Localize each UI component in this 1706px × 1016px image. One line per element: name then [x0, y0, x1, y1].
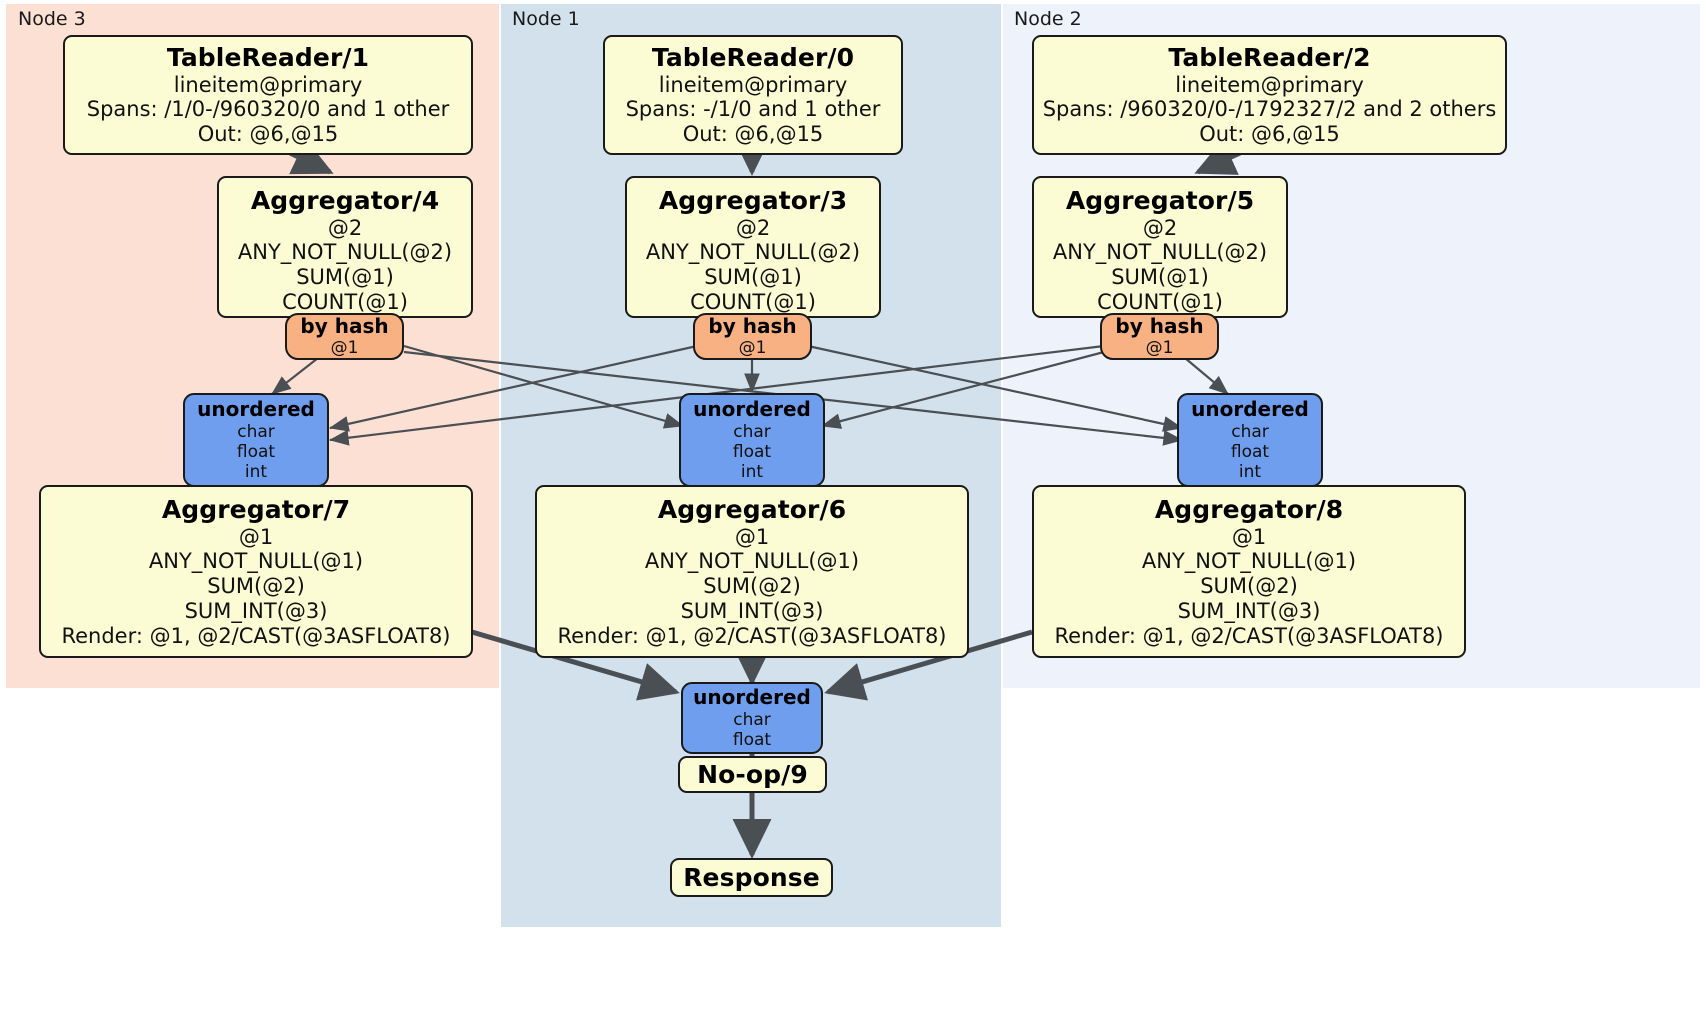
synchronizer-type-float: float: [732, 729, 772, 750]
processor-title: No-op/9: [697, 759, 808, 789]
processor-detail-groupcols: @1: [734, 524, 770, 549]
processor-detail-agg-2: SUM(@1): [704, 265, 802, 290]
processor-aggregator-3[interactable]: Aggregator/3 @2 ANY_NOT_NULL(@2) SUM(@1)…: [625, 176, 881, 318]
processor-detail-agg-3: SUM_INT(@3): [680, 598, 824, 623]
synchronizer-unordered-node-1[interactable]: unordered char float int: [679, 393, 825, 487]
synchronizer-title: unordered: [1191, 397, 1309, 422]
synchronizer-unordered-final[interactable]: unordered char float: [681, 682, 823, 754]
router-by-hash-node-3[interactable]: by hash @1: [285, 313, 404, 360]
processor-detail-agg-1: ANY_NOT_NULL(@2): [237, 240, 453, 265]
processor-detail-out: Out: @6,@15: [197, 122, 339, 147]
synchronizer-title: unordered: [197, 397, 315, 422]
processor-detail-render: Render: @1, @2/CAST(@3ASFLOAT8): [1054, 623, 1444, 648]
synchronizer-type-char: char: [733, 421, 771, 442]
processor-detail-out: Out: @6,@15: [682, 122, 824, 147]
processor-aggregator-5[interactable]: Aggregator/5 @2 ANY_NOT_NULL(@2) SUM(@1)…: [1032, 176, 1288, 318]
processor-title: Aggregator/6: [657, 495, 847, 524]
processor-no-op-9[interactable]: No-op/9: [678, 756, 827, 793]
processor-detail-table: lineitem@primary: [173, 72, 363, 97]
processor-detail-out: Out: @6,@15: [1199, 122, 1340, 147]
processor-aggregator-6[interactable]: Aggregator/6 @1 ANY_NOT_NULL(@1) SUM(@2)…: [535, 485, 969, 658]
processor-detail-table: lineitem@primary: [658, 72, 848, 97]
processor-detail-spans: Spans: -/1/0 and 1 other: [625, 97, 881, 122]
synchronizer-title: unordered: [693, 397, 811, 422]
router-detail-col: @1: [1145, 338, 1174, 359]
processor-detail-agg-2: SUM(@1): [296, 265, 394, 290]
region-label-node-1: Node 1: [512, 8, 580, 30]
processor-title: TableReader/1: [166, 43, 370, 73]
processor-detail-agg-2: SUM(@1): [1111, 265, 1209, 290]
processor-title: Aggregator/7: [161, 495, 351, 524]
processor-title: Aggregator/5: [1065, 186, 1255, 215]
router-detail-col: @1: [330, 338, 359, 359]
region-label-node-2: Node 2: [1014, 8, 1082, 30]
router-title: by hash: [1115, 313, 1204, 338]
processor-aggregator-8[interactable]: Aggregator/8 @1 ANY_NOT_NULL(@1) SUM(@2)…: [1032, 485, 1466, 658]
router-by-hash-node-1[interactable]: by hash @1: [693, 313, 812, 360]
processor-detail-agg-1: ANY_NOT_NULL(@2): [1052, 240, 1268, 265]
synchronizer-unordered-node-2[interactable]: unordered char float int: [1177, 393, 1323, 487]
processor-title: TableReader/2: [1168, 43, 1371, 73]
processor-detail-spans: Spans: /960320/0-/1792327/2 and 2 others: [1042, 97, 1497, 122]
synchronizer-type-float: float: [732, 441, 772, 462]
processor-detail-render: Render: @1, @2/CAST(@3ASFLOAT8): [61, 623, 451, 648]
processor-aggregator-7[interactable]: Aggregator/7 @1 ANY_NOT_NULL(@1) SUM(@2)…: [39, 485, 473, 658]
processor-detail-agg-1: ANY_NOT_NULL(@1): [644, 549, 860, 574]
processor-title: Aggregator/3: [658, 186, 848, 215]
processor-title: TableReader/0: [651, 43, 855, 73]
processor-title: Aggregator/8: [1154, 495, 1344, 524]
processor-detail-agg-3: COUNT(@1): [282, 289, 408, 314]
processor-detail-render: Render: @1, @2/CAST(@3ASFLOAT8): [557, 623, 947, 648]
processor-detail-agg-3: COUNT(@1): [1097, 289, 1223, 314]
processor-response[interactable]: Response: [670, 858, 833, 897]
processor-detail-agg-1: ANY_NOT_NULL(@2): [645, 240, 861, 265]
processor-detail-groupcols: @1: [238, 524, 274, 549]
processor-detail-agg-3: SUM_INT(@3): [1177, 598, 1321, 623]
processor-table-reader-2[interactable]: TableReader/2 lineitem@primary Spans: /9…: [1032, 35, 1507, 155]
router-detail-col: @1: [738, 338, 767, 359]
processor-detail-agg-2: SUM(@2): [207, 574, 305, 599]
synchronizer-type-float: float: [1230, 441, 1270, 462]
processor-detail-groupcols: @2: [327, 215, 363, 240]
router-by-hash-node-2[interactable]: by hash @1: [1100, 313, 1219, 360]
processor-detail-agg-2: SUM(@2): [1200, 574, 1298, 599]
processor-detail-groupcols: @2: [735, 215, 771, 240]
synchronizer-type-int: int: [740, 461, 764, 482]
processor-detail-agg-3: COUNT(@1): [690, 289, 816, 314]
region-label-node-3: Node 3: [18, 8, 86, 30]
synchronizer-type-float: float: [236, 441, 276, 462]
synchronizer-unordered-node-3[interactable]: unordered char float int: [183, 393, 329, 487]
synchronizer-type-int: int: [244, 461, 268, 482]
synchronizer-type-char: char: [237, 421, 275, 442]
processor-table-reader-0[interactable]: TableReader/0 lineitem@primary Spans: -/…: [603, 35, 903, 155]
processor-detail-agg-3: SUM_INT(@3): [184, 598, 328, 623]
processor-detail-spans: Spans: /1/0-/960320/0 and 1 other: [86, 97, 450, 122]
processor-detail-agg-1: ANY_NOT_NULL(@1): [148, 549, 364, 574]
synchronizer-type-int: int: [1238, 461, 1262, 482]
synchronizer-type-char: char: [1231, 421, 1269, 442]
processor-title: Aggregator/4: [250, 186, 440, 215]
processor-detail-groupcols: @2: [1142, 215, 1178, 240]
processor-table-reader-1[interactable]: TableReader/1 lineitem@primary Spans: /1…: [63, 35, 473, 155]
processor-detail-groupcols: @1: [1231, 524, 1267, 549]
processor-aggregator-4[interactable]: Aggregator/4 @2 ANY_NOT_NULL(@2) SUM(@1)…: [217, 176, 473, 318]
processor-detail-agg-1: ANY_NOT_NULL(@1): [1141, 549, 1357, 574]
synchronizer-title: unordered: [693, 685, 811, 710]
synchronizer-type-char: char: [733, 709, 771, 730]
processor-detail-table: lineitem@primary: [1175, 72, 1364, 97]
router-title: by hash: [300, 313, 389, 338]
processor-detail-agg-2: SUM(@2): [703, 574, 801, 599]
processor-title: Response: [683, 862, 820, 892]
router-title: by hash: [708, 313, 797, 338]
